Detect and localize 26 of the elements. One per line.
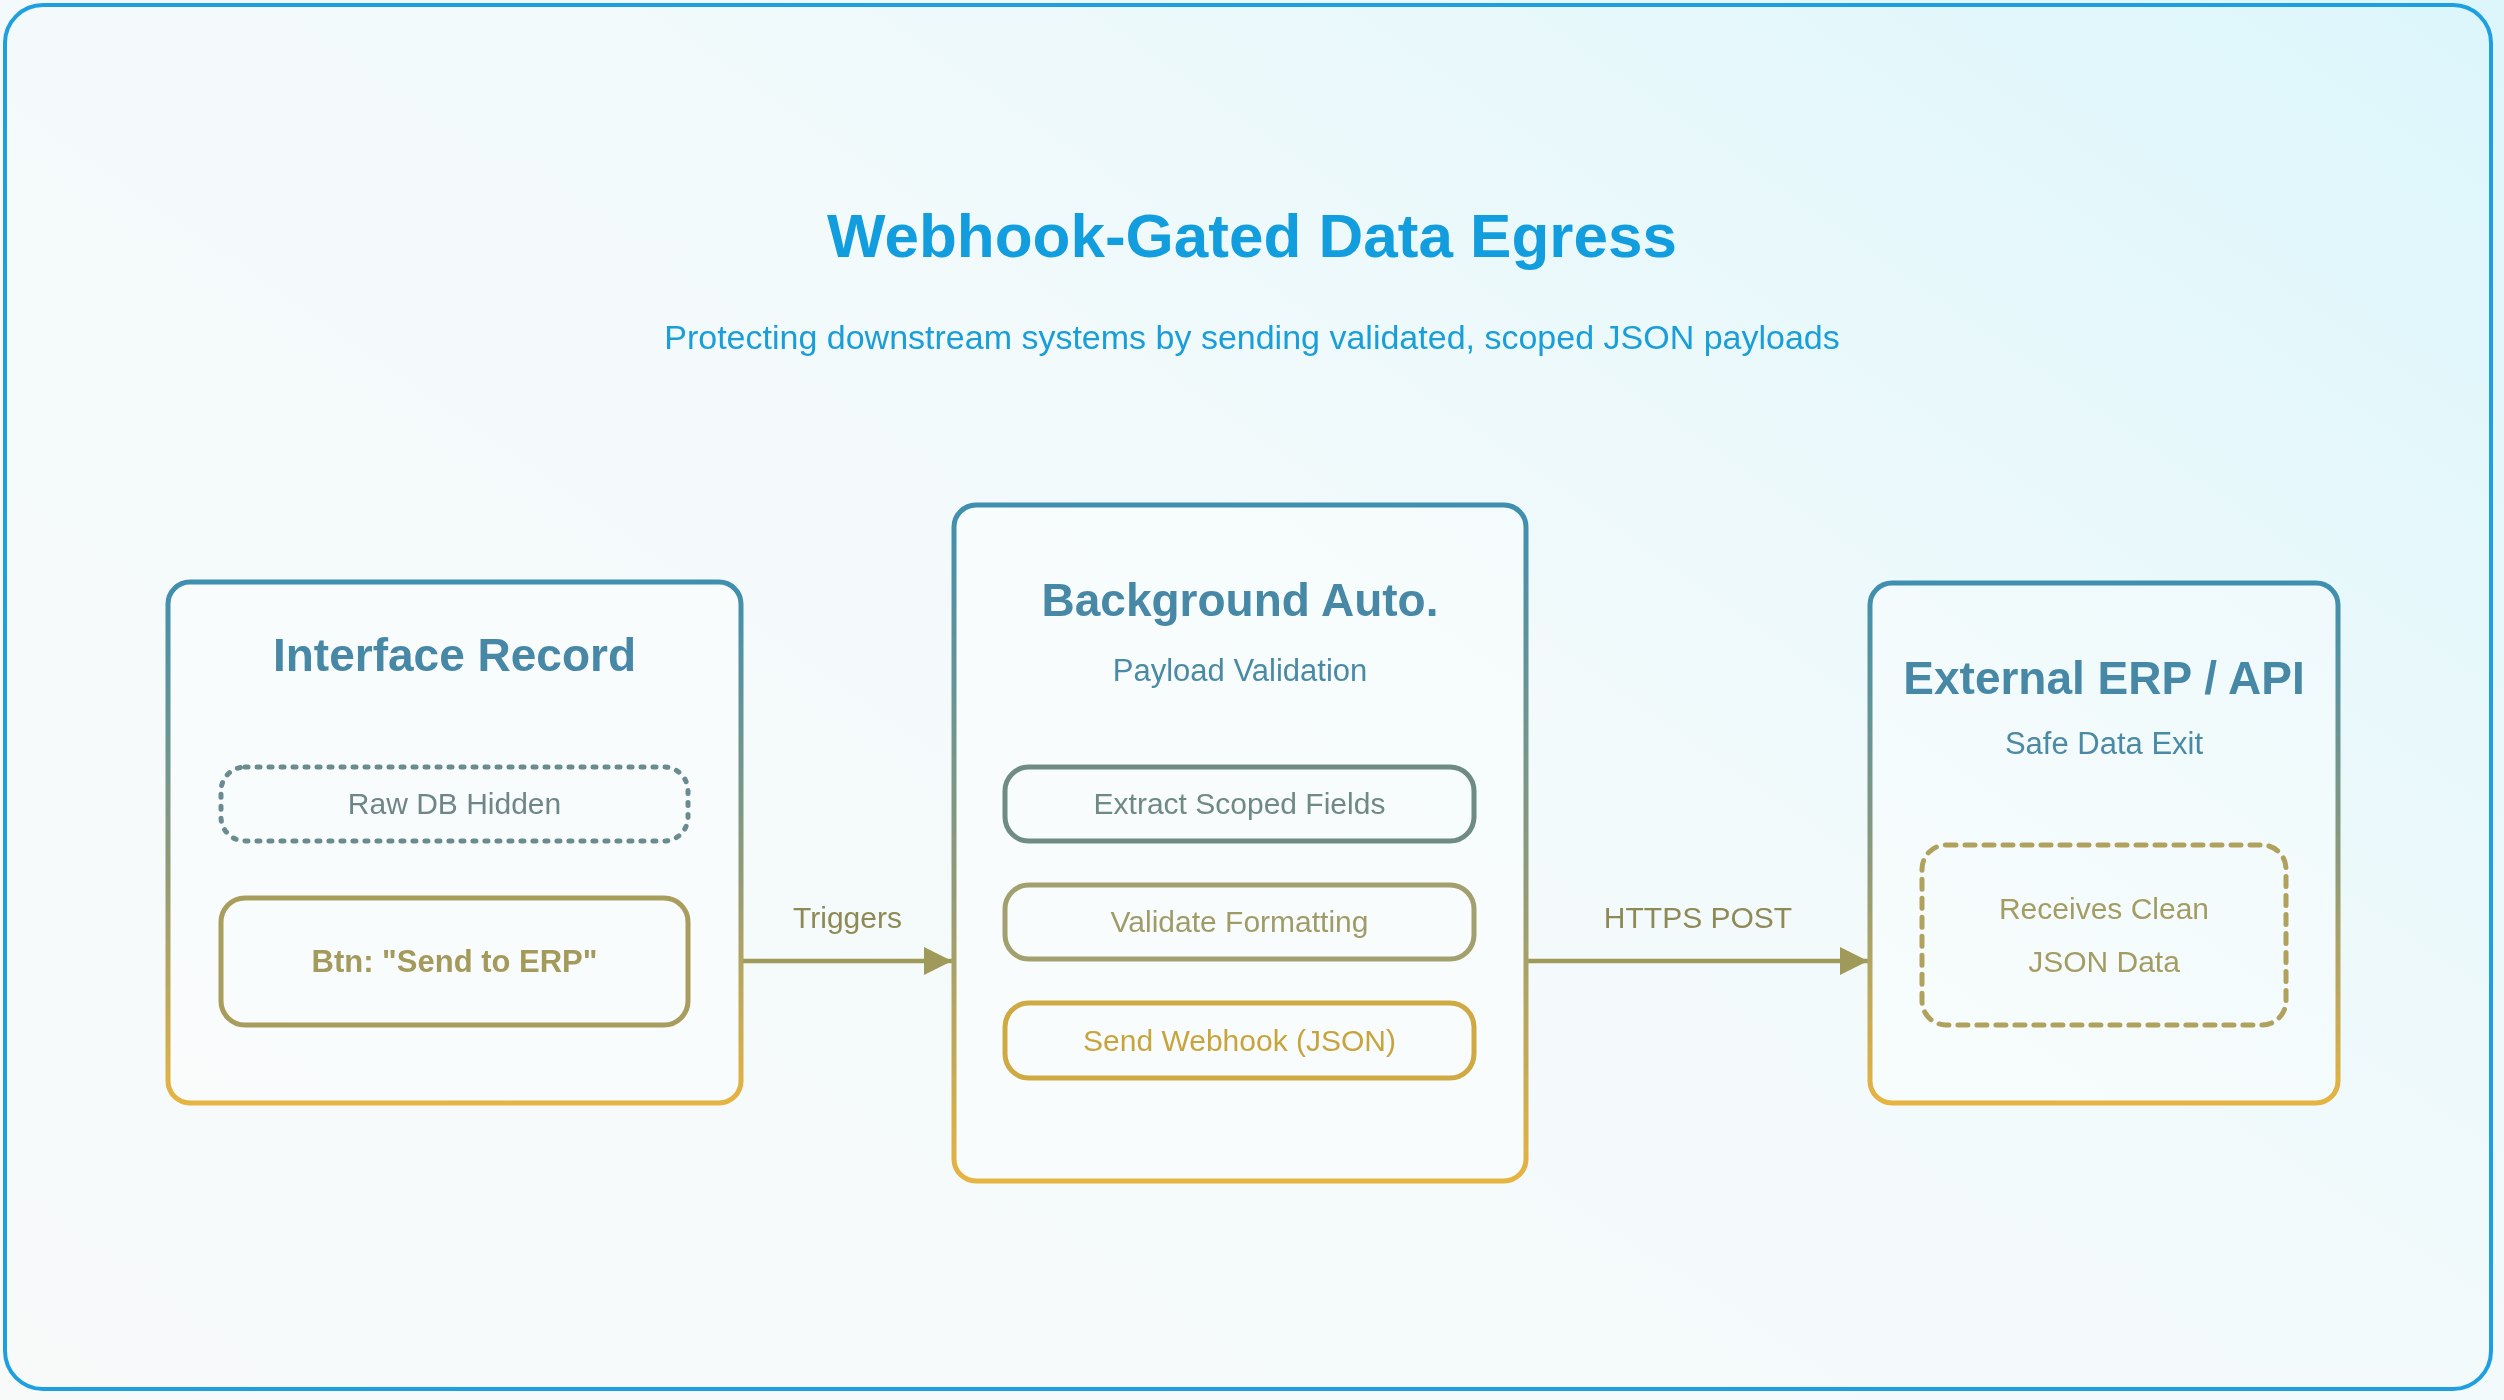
panel-heading: External ERP / API <box>1902 651 2306 705</box>
panel-subheading: Safe Data Exit <box>2003 726 2205 762</box>
stage-panel <box>166 580 743 1105</box>
step-label: Receives Clean JSON Data <box>1997 890 2211 979</box>
panel-heading: Interface Record <box>272 628 637 682</box>
step-box-outlined <box>219 765 690 843</box>
arrow <box>1528 947 1868 975</box>
step-box <box>1003 883 1476 961</box>
stage-panel <box>952 503 1528 1183</box>
panel-heading: Background Auto. <box>1040 573 1440 627</box>
step-label: Raw DB Hidden <box>346 787 563 821</box>
step-label: Send Webhook (JSON) <box>1082 1023 1397 1058</box>
step-box-outlined <box>1920 843 2288 1027</box>
step-label: Btn: "Send to ERP" <box>310 943 599 980</box>
diagram-subtitle: Protecting downstream systems by sending validated, scoped JSON payloads <box>663 318 1841 357</box>
step-box <box>1003 765 1476 843</box>
diagram-title: Webhook-Gated Data Egress <box>826 200 1678 271</box>
stage-panel <box>1868 581 2340 1105</box>
arrow <box>743 947 952 975</box>
step-label: Validate Formatting <box>1109 905 1370 939</box>
step-label: Extract Scoped Fields <box>1092 787 1387 821</box>
edge-label: Triggers <box>792 901 903 935</box>
panel-subheading: Payload Validation <box>1111 653 1369 689</box>
edge-label: HTTPS POST <box>1602 901 1794 935</box>
step-box <box>1003 1001 1476 1080</box>
step-box <box>219 896 690 1027</box>
